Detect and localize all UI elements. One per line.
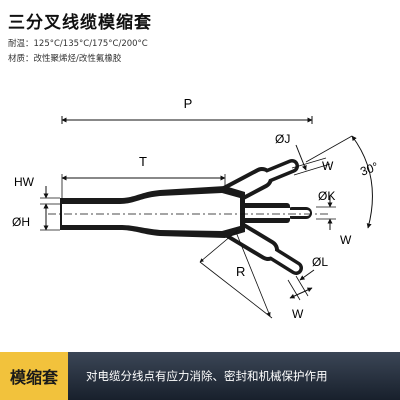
temperature-value: 125°C/135°C/175°C/200°C <box>33 39 148 49</box>
label-P: P <box>184 96 193 111</box>
label-HW: HW <box>14 175 35 189</box>
dimension-angle: 30° <box>305 135 380 229</box>
dimension-J: ØJ W <box>275 132 334 176</box>
footer-tag: 模缩套 <box>0 352 68 400</box>
label-R: R <box>236 264 245 279</box>
main-body <box>60 186 245 238</box>
label-H: ØH <box>12 215 30 229</box>
material-value: 改性聚烯烃/改性氟橡胶 <box>33 54 122 64</box>
label-T: T <box>139 154 147 169</box>
dimension-R: R <box>199 229 273 319</box>
temperature-label: 耐温： <box>8 39 34 49</box>
material-label: 材质： <box>8 54 34 64</box>
temperature-spec: 耐温：125°C/135°C/175°C/200°C <box>8 37 148 49</box>
label-K: ØK <box>318 189 335 203</box>
label-L: ØL <box>312 255 328 269</box>
footer-bar: 模缩套 对电缆分线点有应力消除、密封和机械保护作用 <box>0 352 400 400</box>
label-W-lower: W <box>292 307 304 321</box>
dimension-K: ØK W <box>316 189 352 247</box>
label-angle: 30° <box>358 159 380 178</box>
middle-branch <box>240 203 312 223</box>
dimension-L: ØL W <box>287 255 328 321</box>
material-spec: 材质：改性聚烯烃/改性氟橡胶 <box>8 52 121 64</box>
label-W-upper: W <box>322 159 334 173</box>
dimension-HW: HW <box>14 175 60 216</box>
label-W-middle: W <box>340 233 352 247</box>
dimension-P: P <box>61 96 313 124</box>
label-J: ØJ <box>275 132 290 146</box>
dimension-T: T <box>61 154 226 200</box>
product-title: 三分叉线缆模缩套 <box>8 13 152 33</box>
footer-description: 对电缆分线点有应力消除、密封和机械保护作用 <box>86 369 328 383</box>
dimension-H: ØH <box>12 203 60 231</box>
